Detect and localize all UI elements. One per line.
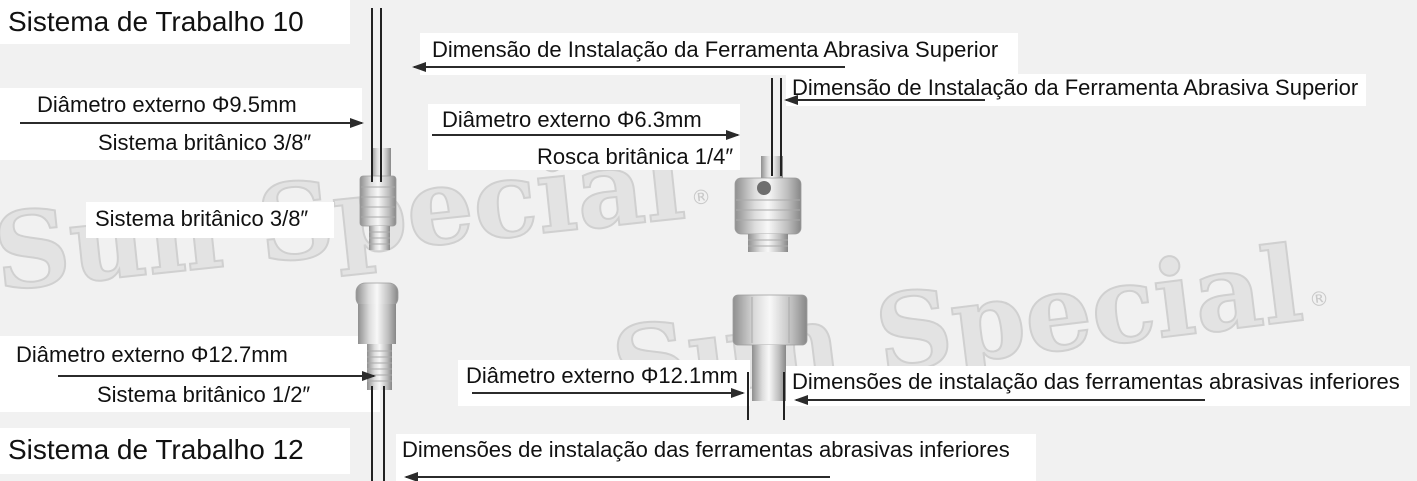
system-title-top: Sistema de Trabalho 10 [8, 6, 304, 37]
outer-diameter-label-6-3: Diâmetro externo Φ6.3mm [442, 107, 702, 132]
label-panel-od-12-1 [458, 360, 750, 406]
imperial-standard-label-upper: Sistema britânico 3/8″ [98, 130, 312, 155]
outer-diameter-label-9-5: Diâmetro externo Φ9.5mm [37, 92, 297, 117]
upper-tool-holder-left [359, 148, 397, 250]
system-title-bottom: Sistema de Trabalho 12 [8, 434, 304, 465]
lower-tool-holder-left [355, 282, 399, 390]
title-panel-top [0, 0, 350, 44]
lower-install-label-left: Dimensões de instalação das ferramentas … [402, 437, 1010, 462]
label-panel-od-12-7 [0, 336, 380, 412]
thread-label-1-4: Rosca britânica 1/4″ [537, 144, 734, 169]
upper-install-label-left: Dimensão de Instalação da Ferramenta Abr… [432, 37, 999, 62]
label-panel-lower-install-left [396, 434, 1036, 481]
label-panel-od-6-3 [428, 104, 740, 170]
outer-diameter-label-12-7: Diâmetro externo Φ12.7mm [16, 342, 288, 367]
upper-tool-holder-right [734, 156, 802, 252]
label-panel-middle-standard [86, 202, 334, 238]
imperial-standard-label-middle: Sistema britânico 3/8″ [95, 206, 309, 231]
lower-install-label-right: Dimensões de instalação das ferramentas … [792, 369, 1400, 394]
imperial-standard-label-lower: Sistema britânico 1/2″ [97, 382, 311, 407]
title-panel-bottom [0, 428, 350, 474]
set-screw-hole-icon [757, 181, 771, 195]
lower-tool-holder-right [732, 294, 808, 401]
outer-diameter-label-12-1: Diâmetro externo Φ12.1mm [466, 363, 738, 388]
upper-install-label-right: Dimensão de Instalação da Ferramenta Abr… [792, 75, 1359, 100]
